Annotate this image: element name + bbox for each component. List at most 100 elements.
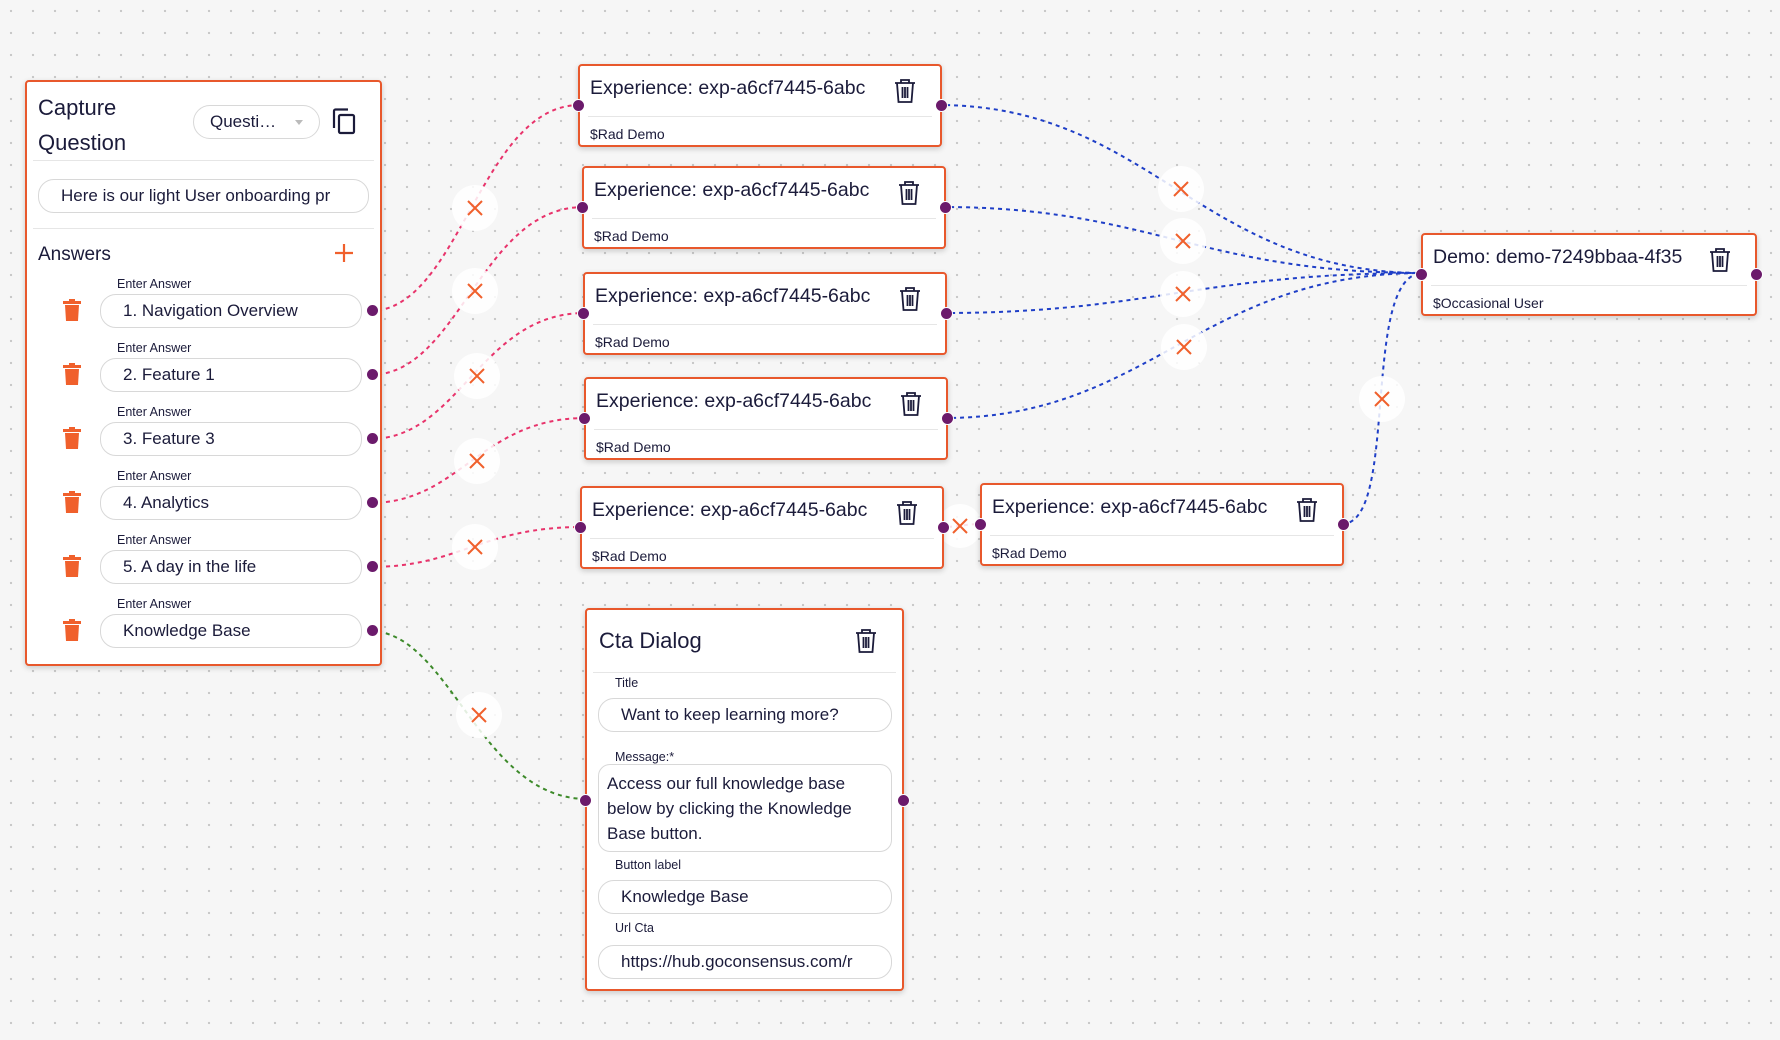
cta-dialog-node[interactable]: Cta Dialog Title Want to keep learning m… bbox=[579, 608, 910, 991]
answer-label: Enter Answer bbox=[117, 533, 192, 547]
input-handle[interactable] bbox=[1415, 268, 1428, 281]
output-handle[interactable] bbox=[939, 201, 952, 214]
remove-edge-button[interactable] bbox=[452, 524, 498, 570]
remove-edge-button[interactable] bbox=[454, 353, 500, 399]
experience-node[interactable]: Experience: exp-a6cf7445-6abc $Rad Demo bbox=[574, 486, 950, 569]
remove-edge-button[interactable] bbox=[456, 692, 502, 738]
trash-icon[interactable] bbox=[900, 391, 922, 417]
demo-subtitle: $Occasional User bbox=[1433, 295, 1544, 311]
answer-output-handle[interactable] bbox=[366, 432, 379, 445]
output-handle[interactable] bbox=[940, 307, 953, 320]
trash-icon[interactable] bbox=[63, 363, 81, 385]
remove-edge-button[interactable] bbox=[1158, 166, 1204, 212]
demo-node[interactable]: Demo: demo-7249bbaa-4f35 $Occasional Use… bbox=[1415, 233, 1763, 316]
node-title-line2: Question bbox=[38, 130, 127, 155]
chevron-down-icon bbox=[295, 120, 303, 125]
answer-row: Enter Answer 4. Analytics bbox=[27, 469, 380, 533]
remove-edge-button[interactable] bbox=[1160, 218, 1206, 264]
answer-input[interactable]: Knowledge Base bbox=[100, 614, 362, 648]
node-divider bbox=[588, 116, 932, 117]
output-handle[interactable] bbox=[1750, 268, 1763, 281]
input-handle[interactable] bbox=[577, 307, 590, 320]
output-handle[interactable] bbox=[935, 99, 948, 112]
experience-title: Experience: exp-a6cf7445-6abc bbox=[992, 496, 1268, 518]
output-handle[interactable] bbox=[937, 521, 950, 534]
remove-edge-button[interactable] bbox=[452, 185, 498, 231]
experience-subtitle: $Rad Demo bbox=[595, 334, 670, 350]
experience-node[interactable]: Experience: exp-a6cf7445-6abc $Rad Demo bbox=[577, 272, 953, 355]
remove-edge-button[interactable] bbox=[454, 438, 500, 484]
answer-output-handle[interactable] bbox=[366, 560, 379, 573]
cta-url-input[interactable]: https://hub.goconsensus.com/r bbox=[598, 945, 892, 979]
capture-question-node[interactable]: Capture Question Questi… Here is our lig… bbox=[25, 80, 382, 666]
add-answer-button[interactable] bbox=[333, 242, 355, 264]
node-title: Capture Question bbox=[38, 90, 126, 160]
experience-node[interactable]: Experience: exp-a6cf7445-6abc $Rad Demo bbox=[578, 377, 954, 460]
input-handle[interactable] bbox=[579, 794, 592, 807]
cta-title-input[interactable]: Want to keep learning more? bbox=[598, 698, 892, 732]
input-handle[interactable] bbox=[574, 521, 587, 534]
answer-row: Enter Answer 3. Feature 3 bbox=[27, 405, 380, 469]
trash-icon[interactable] bbox=[855, 628, 877, 654]
copy-icon[interactable] bbox=[331, 107, 357, 135]
answer-input[interactable]: 3. Feature 3 bbox=[100, 422, 362, 456]
trash-icon[interactable] bbox=[63, 555, 81, 577]
answer-value: Knowledge Base bbox=[123, 621, 251, 640]
input-handle[interactable] bbox=[578, 412, 591, 425]
trash-icon[interactable] bbox=[63, 619, 81, 641]
close-icon bbox=[1175, 233, 1191, 249]
remove-edge-button[interactable] bbox=[1160, 271, 1206, 317]
experience-subtitle: $Rad Demo bbox=[590, 126, 665, 142]
experience-node[interactable]: Experience: exp-a6cf7445-6abc $Rad Demo bbox=[572, 64, 948, 147]
answer-row: Enter Answer Knowledge Base bbox=[27, 597, 380, 661]
trash-icon[interactable] bbox=[894, 78, 916, 104]
node-divider bbox=[1431, 285, 1747, 286]
trash-icon[interactable] bbox=[1296, 497, 1318, 523]
question-divider bbox=[33, 228, 374, 229]
answer-value: 4. Analytics bbox=[123, 493, 209, 512]
answer-input[interactable]: 2. Feature 1 bbox=[100, 358, 362, 392]
trash-icon[interactable] bbox=[63, 427, 81, 449]
question-text-input[interactable]: Here is our light User onboarding pr bbox=[38, 179, 369, 213]
answer-output-handle[interactable] bbox=[366, 304, 379, 317]
answer-label: Enter Answer bbox=[117, 405, 192, 419]
trash-icon[interactable] bbox=[63, 491, 81, 513]
remove-edge-button[interactable] bbox=[1359, 376, 1405, 422]
experience-node[interactable]: Experience: exp-a6cf7445-6abc $Rad Demo bbox=[974, 483, 1350, 566]
experience-title: Experience: exp-a6cf7445-6abc bbox=[595, 285, 871, 307]
cta-button-label-input[interactable]: Knowledge Base bbox=[598, 880, 892, 914]
trash-icon[interactable] bbox=[899, 286, 921, 312]
answer-input[interactable]: 1. Navigation Overview bbox=[100, 294, 362, 328]
trash-icon[interactable] bbox=[896, 500, 918, 526]
plus-icon bbox=[335, 244, 353, 262]
answer-label: Enter Answer bbox=[117, 277, 192, 291]
remove-edge-button[interactable] bbox=[452, 268, 498, 314]
experience-node[interactable]: Experience: exp-a6cf7445-6abc $Rad Demo bbox=[576, 166, 952, 249]
output-handle[interactable] bbox=[897, 794, 910, 807]
answers-label: Answers bbox=[38, 244, 111, 265]
cta-header-divider bbox=[593, 672, 896, 673]
input-handle[interactable] bbox=[576, 201, 589, 214]
output-handle[interactable] bbox=[1337, 518, 1350, 531]
trash-icon[interactable] bbox=[1709, 247, 1731, 273]
answer-output-handle[interactable] bbox=[366, 496, 379, 509]
input-handle[interactable] bbox=[974, 518, 987, 531]
demo-title: Demo: demo-7249bbaa-4f35 bbox=[1433, 246, 1683, 268]
answer-input[interactable]: 5. A day in the life bbox=[100, 550, 362, 584]
node-divider bbox=[590, 538, 934, 539]
trash-icon[interactable] bbox=[63, 299, 81, 321]
close-icon bbox=[1176, 339, 1192, 355]
close-icon bbox=[467, 200, 483, 216]
cta-message-textarea[interactable]: Access our full knowledge base below by … bbox=[598, 764, 892, 852]
remove-edge-button[interactable] bbox=[1161, 324, 1207, 370]
answer-output-handle[interactable] bbox=[366, 368, 379, 381]
answer-output-handle[interactable] bbox=[366, 624, 379, 637]
answer-label: Enter Answer bbox=[117, 597, 192, 611]
cta-message-label: Message:* bbox=[615, 750, 675, 764]
input-handle[interactable] bbox=[572, 99, 585, 112]
output-handle[interactable] bbox=[941, 412, 954, 425]
answer-input[interactable]: 4. Analytics bbox=[100, 486, 362, 520]
node-divider bbox=[592, 218, 936, 219]
type-dropdown[interactable]: Questi… bbox=[193, 105, 320, 139]
trash-icon[interactable] bbox=[898, 180, 920, 206]
